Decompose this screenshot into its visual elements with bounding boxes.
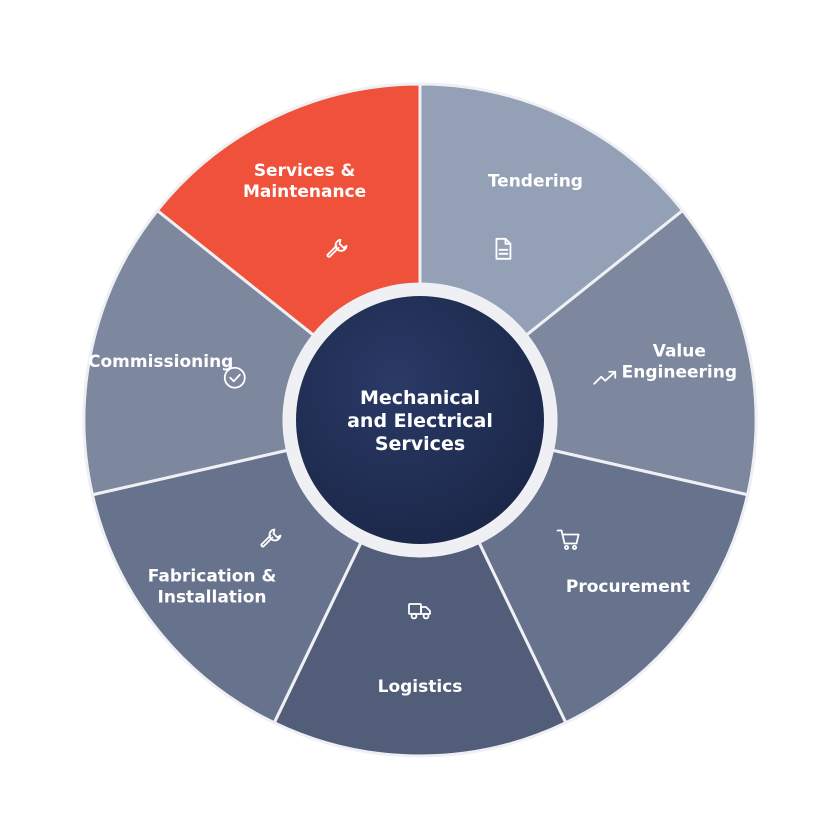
- center-title-line: Services: [375, 433, 465, 455]
- segment-label-line: Fabrication &: [148, 566, 277, 586]
- segment-fabrication-installation[interactable]: Fabrication &Installation: [90, 448, 363, 725]
- center-title-line: Mechanical: [360, 387, 480, 409]
- segment-services-maintenance-label: Services &Maintenance: [243, 161, 366, 202]
- segment-tendering-label: Tendering: [488, 171, 583, 191]
- document-icon: [495, 237, 512, 260]
- segment-label-line: Tendering: [488, 171, 583, 191]
- segment-logistics-label: Logistics: [378, 677, 463, 697]
- segment-label-line: Services &: [254, 161, 356, 181]
- wrench-icon: [326, 238, 348, 258]
- hub-circle: [296, 296, 544, 544]
- segment-label-line: Engineering: [622, 362, 737, 382]
- trend-up-icon: [593, 370, 617, 385]
- truck-icon: [408, 603, 431, 620]
- segment-commissioning-label: Commissioning: [88, 352, 233, 372]
- center-title-line: and Electrical: [347, 410, 493, 432]
- wrench-icon: [260, 528, 282, 548]
- check-circle-icon: [223, 366, 246, 389]
- segment-label-line: Installation: [158, 587, 267, 607]
- segment-procurement-label: Procurement: [566, 577, 690, 597]
- segment-label-line: Maintenance: [243, 182, 366, 202]
- segment-label-line: Value: [653, 341, 706, 361]
- cart-icon: [556, 529, 580, 550]
- segment-label-line: Procurement: [566, 577, 690, 597]
- segment-label-line: Logistics: [378, 677, 463, 697]
- segment-label-line: Commissioning: [88, 352, 233, 372]
- segment-logistics[interactable]: Logistics: [272, 540, 568, 758]
- segment-fabrication-installation-label: Fabrication &Installation: [148, 566, 277, 607]
